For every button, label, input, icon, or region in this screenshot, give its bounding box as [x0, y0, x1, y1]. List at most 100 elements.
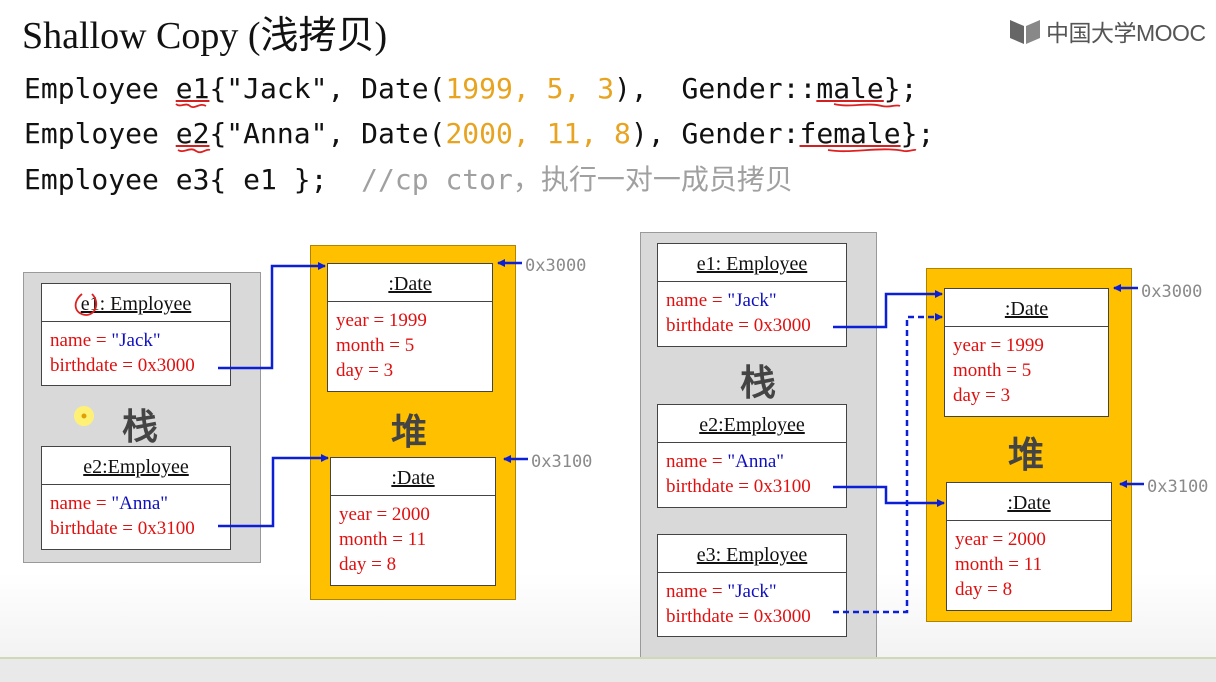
field-key: name = [50, 493, 112, 514]
field-birthdate: birthdate = 0x3000 [666, 315, 811, 336]
field-year: year = 2000 [339, 504, 430, 525]
field-month: month = 5 [953, 360, 1032, 381]
mooc-logo: 中国大学MOOC [1008, 14, 1206, 48]
object-title: e1: Employee [42, 284, 230, 322]
field-month: month = 11 [955, 554, 1043, 575]
code-number: 3 [597, 72, 615, 105]
field-year: year = 1999 [336, 310, 427, 331]
left-date2-object: :Date year = 2000 month = 11 day = 8 [330, 457, 496, 586]
left-stack-label: 栈 [122, 406, 159, 448]
right-date1-object: :Date year = 1999 month = 5 day = 3 [944, 288, 1109, 417]
object-title-text: :Date [1004, 298, 1049, 320]
field-birthdate: birthdate = 0x3000 [50, 355, 195, 376]
right-e2-pointer-arrow [833, 485, 945, 507]
field-day: day = 8 [955, 579, 1013, 600]
right-e1-pointer-arrow [833, 290, 943, 329]
field-name: name = "Jack" [666, 579, 846, 604]
code-token: , [580, 117, 615, 150]
field-string: "Anna" [727, 451, 785, 472]
code-token: ), Gender:: [614, 72, 817, 105]
object-title-text: :Date [1007, 492, 1051, 514]
code-line-1: Employee e1{"Jack", Date(1999, 5, 3), Ge… [24, 75, 918, 103]
right-heap-label: 堆 [1008, 434, 1045, 476]
object-title: e1: Employee [658, 244, 846, 282]
field-key: name = [666, 290, 728, 311]
object-title-text: :Date [388, 273, 432, 295]
object-title: e2:Employee [42, 447, 230, 485]
bottom-bar [0, 659, 1216, 682]
code-token: , [563, 72, 598, 105]
code-token: {"Anna", Date( [209, 117, 446, 150]
left-date1-object: :Date year = 1999 month = 5 day = 3 [327, 263, 493, 392]
code-token: {"Jack", Date( [209, 72, 446, 105]
annotation-squiggle-e1 [175, 103, 207, 109]
field-string: "Jack" [111, 330, 161, 351]
object-title-text: e1: Employee [696, 253, 808, 275]
object-title: e2:Employee [658, 405, 846, 443]
mooc-book-icon [1010, 20, 1040, 44]
code-token: Employee [24, 72, 176, 105]
right-stack-label: 栈 [740, 362, 777, 404]
field-month: month = 11 [339, 529, 427, 550]
field-key: name = [666, 451, 728, 472]
left-heap-label: 堆 [391, 411, 428, 453]
code-token: }; [900, 117, 935, 150]
bottom-divider [0, 657, 1216, 659]
code-gender: male [816, 72, 884, 105]
code-line-2: Employee e2{"Anna", Date(2000, 11, 8), G… [24, 120, 934, 148]
field-year: year = 2000 [955, 529, 1046, 550]
code-number: 1999 [445, 72, 513, 105]
field-birthdate: birthdate = 0x3100 [666, 476, 811, 497]
code-token: Employee [24, 117, 176, 150]
code-gender: female [799, 117, 901, 150]
code-token: , [512, 72, 547, 105]
code-number: 5 [546, 72, 564, 105]
code-token: Employee e3{ e1 }; [24, 163, 362, 196]
object-title-text: e3: Employee [696, 544, 808, 566]
right-address-label-2: 0x3100 [1147, 477, 1209, 497]
code-var-e2: e2 [175, 117, 210, 150]
field-day: day = 3 [953, 385, 1011, 406]
code-var-e1: e1 [175, 72, 210, 105]
field-string: "Jack" [727, 290, 777, 311]
field-birthdate: birthdate = 0x3000 [666, 606, 811, 627]
annotation-squiggle-e2 [177, 148, 211, 154]
logo-text: 中国大学MOOC [1046, 20, 1206, 46]
annotation-squiggle-male [833, 103, 901, 108]
field-year: year = 1999 [953, 335, 1044, 356]
left-address-label-1: 0x3000 [525, 256, 587, 276]
field-name: name = "Jack" [50, 328, 230, 353]
field-name: name = "Jack" [666, 288, 846, 313]
object-title: :Date [945, 289, 1108, 327]
code-line-3: Employee e3{ e1 }; //cp ctor，执行一对一成员拷贝 [24, 166, 793, 194]
left-e1-object: e1: Employee name = "Jack" birthdate = 0… [41, 283, 231, 386]
code-number: 2000 [445, 117, 513, 150]
object-title: :Date [328, 264, 492, 302]
object-title-text: e1: Employee [80, 293, 192, 315]
annotation-squiggle-female [827, 148, 917, 153]
code-number: 11 [546, 117, 581, 150]
code-token: ), Gender: [630, 117, 800, 150]
field-string: "Jack" [727, 581, 777, 602]
object-title-text: e2:Employee [699, 414, 805, 436]
field-birthdate: birthdate = 0x3100 [50, 518, 195, 539]
field-month: month = 5 [336, 335, 415, 356]
right-e3-object: e3: Employee name = "Jack" birthdate = 0… [657, 534, 847, 637]
object-title: e3: Employee [658, 535, 846, 573]
right-date2-object: :Date year = 2000 month = 11 day = 8 [946, 482, 1112, 611]
code-token: }; [883, 72, 918, 105]
right-address-label-1: 0x3000 [1141, 282, 1203, 302]
object-title: :Date [947, 483, 1111, 521]
field-key: name = [50, 330, 112, 351]
code-comment: //cp ctor，执行一对一成员拷贝 [361, 163, 793, 196]
field-day: day = 8 [339, 554, 397, 575]
left-e2-object: e2:Employee name = "Anna" birthdate = 0x… [41, 446, 231, 550]
cursor-dot [81, 413, 87, 419]
code-token: , [512, 117, 547, 150]
field-string: "Anna" [111, 493, 169, 514]
object-title: :Date [331, 458, 495, 496]
object-title-text: :Date [391, 467, 435, 489]
field-name: name = "Anna" [666, 449, 846, 474]
field-key: name = [666, 581, 728, 602]
